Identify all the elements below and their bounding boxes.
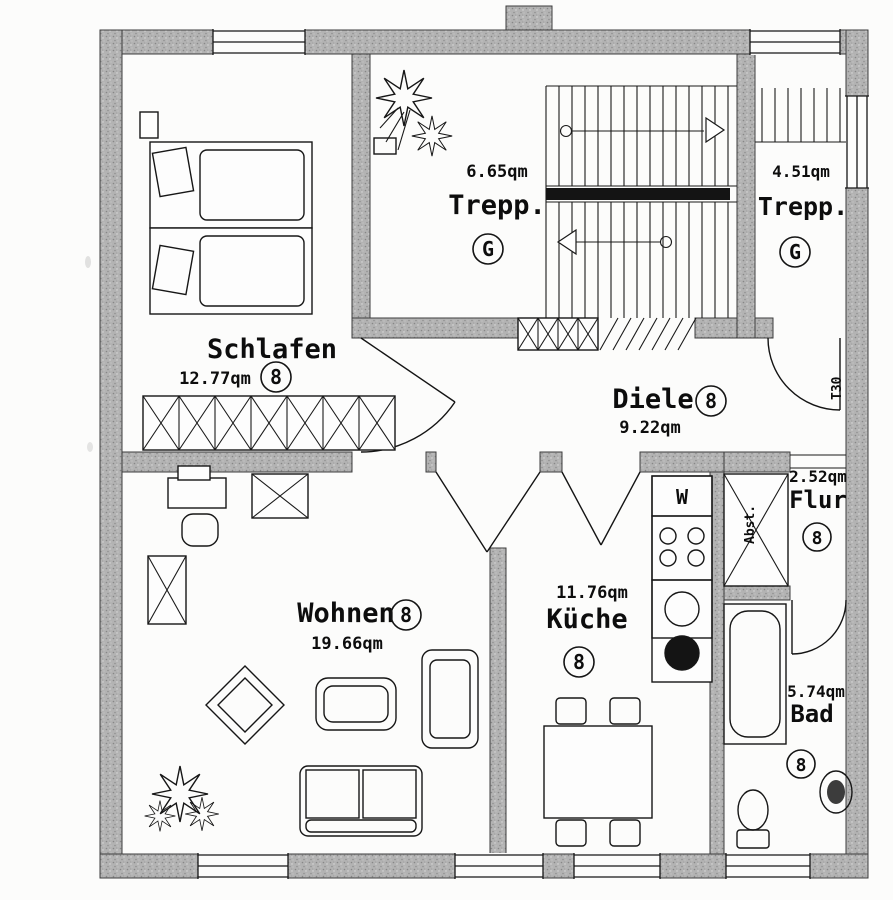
pillow	[151, 244, 195, 296]
trepp-left-area: 6.65qm	[466, 162, 527, 182]
diele-number-circle	[695, 385, 727, 417]
wohnen-name: Wohnen	[297, 598, 395, 629]
door-bedroom	[360, 337, 456, 453]
table-coffee	[315, 677, 397, 731]
wohnen-number-circle	[390, 599, 422, 631]
trepp-left-letter: G	[482, 237, 494, 261]
label-kueche: 11.76qm Küche 8	[546, 583, 628, 678]
scan-artifacts	[85, 256, 93, 452]
staircase-left	[545, 85, 737, 318]
stair-down-arrow	[556, 228, 577, 256]
t30-door-label: T30	[830, 376, 845, 400]
flur-name: Flur	[789, 486, 847, 514]
washer-label: W	[676, 485, 689, 509]
storage-closet	[723, 473, 789, 587]
bad-area: 5.74qm	[787, 682, 845, 701]
stair-rail	[546, 188, 730, 200]
kueche-number: 8	[573, 650, 585, 674]
wash-basin	[819, 770, 853, 814]
kitchen-counter	[651, 475, 713, 683]
kueche-number-circle	[563, 646, 595, 678]
wall-niche	[139, 111, 159, 139]
bad-name: Bad	[790, 700, 833, 728]
entry-grate	[517, 317, 599, 351]
diele-name: Diele	[612, 384, 693, 415]
label-schlafen: Schlafen 12.77qm 8	[179, 334, 337, 393]
flur-area: 2.52qm	[789, 467, 847, 486]
bad-number: 8	[796, 755, 807, 776]
entry-hatching	[599, 317, 697, 351]
window-top-stairs	[749, 29, 841, 55]
trepp-right-letter-circle	[779, 236, 811, 268]
staircase-right	[755, 88, 846, 143]
flur-number-circle	[802, 522, 832, 552]
chair	[609, 697, 641, 725]
stair-up-arrow	[705, 116, 726, 144]
window-right-stairs	[845, 95, 869, 189]
plant-stairwell	[373, 69, 453, 157]
window-bottom-bath	[725, 853, 811, 879]
schlafen-number: 8	[270, 365, 282, 389]
schlafen-name: Schlafen	[207, 334, 337, 365]
kueche-area: 11.76qm	[556, 583, 628, 603]
trepp-left-name: Trepp.	[448, 190, 546, 221]
label-bad: 5.74qm Bad 8	[786, 682, 845, 779]
cabinet-tall	[147, 555, 187, 625]
pillow	[151, 146, 195, 198]
armchair	[421, 649, 479, 749]
wohnen-area: 19.66qm	[311, 634, 383, 654]
flur-number: 8	[812, 528, 823, 549]
windows	[197, 29, 869, 879]
label-wohnen: Wohnen 8 19.66qm	[297, 598, 422, 654]
window-bottom-living-2	[454, 853, 544, 879]
sink-basin	[665, 636, 699, 670]
chair	[555, 697, 587, 725]
kueche-name: Küche	[546, 604, 627, 635]
doors	[360, 337, 847, 655]
cabinet-small	[251, 473, 309, 519]
label-trepp-left: 6.65qm Trepp. G	[448, 162, 546, 265]
desk-and-chair	[167, 465, 227, 547]
toilet	[736, 789, 770, 849]
trepp-right-area: 4.51qm	[772, 162, 830, 181]
chair	[609, 819, 641, 847]
blanket	[199, 235, 305, 307]
window-bottom-kitchen	[573, 853, 661, 879]
wardrobe-row	[142, 395, 396, 451]
blanket	[199, 149, 305, 221]
passage-flur	[790, 454, 846, 469]
door-entry-t30	[767, 337, 841, 411]
schlafen-area: 12.77qm	[179, 369, 251, 389]
door-bath	[791, 599, 847, 655]
label-flur: 2.52qm Flur 8	[789, 467, 847, 552]
door-kitchen	[561, 471, 641, 546]
kitchen-table-set	[543, 697, 653, 847]
schlafen-number-circle	[260, 361, 292, 393]
label-diele: Diele 8 9.22qm	[612, 384, 727, 438]
window-top-bedroom	[212, 29, 306, 55]
trepp-right-name: Trepp.	[758, 192, 848, 221]
wohnen-number: 8	[400, 603, 412, 627]
trepp-left-letter-circle	[472, 233, 504, 265]
beds	[139, 111, 313, 315]
chair	[555, 819, 587, 847]
table-diamond	[205, 665, 285, 745]
door-living-double	[435, 471, 541, 553]
bad-number-circle	[786, 749, 816, 779]
label-trepp-right: 4.51qm Trepp. G	[758, 162, 848, 268]
diele-number: 8	[705, 389, 717, 413]
diele-area: 9.22qm	[619, 418, 680, 438]
trepp-right-letter: G	[789, 240, 801, 264]
window-bottom-living-1	[197, 853, 289, 879]
bathtub	[723, 603, 787, 745]
kitchen-table	[543, 725, 653, 819]
sofa	[299, 765, 423, 837]
closet-label: Abst.	[743, 505, 758, 544]
